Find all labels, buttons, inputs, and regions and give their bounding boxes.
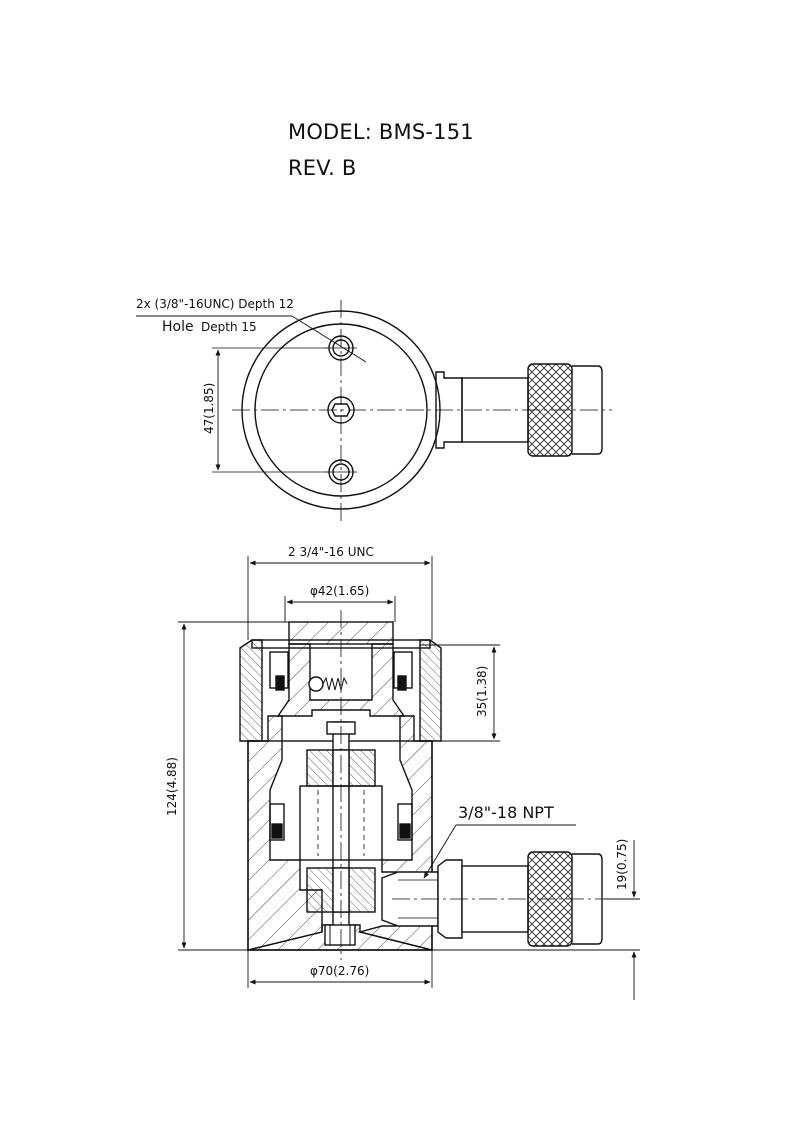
- thread-outer-label: 2 3/4"-16 UNC: [288, 545, 374, 559]
- hole-callout-2a: Hole: [162, 319, 194, 335]
- seal-left-lower: [269, 803, 285, 841]
- top-coupler-cap: [572, 365, 603, 455]
- hole-spacing-label: 47(1.85): [202, 383, 216, 434]
- port-thread-label: 3/8"-18 NPT: [458, 803, 554, 822]
- title-block: MODEL: BMS-151 REV. B: [288, 114, 474, 186]
- plunger-diameter-label: φ42(1.65): [310, 584, 369, 598]
- npt-leader: [423, 824, 457, 879]
- model-title: MODEL: BMS-151: [288, 120, 474, 144]
- revision-label: REV. B: [288, 156, 357, 180]
- spring: [322, 676, 348, 691]
- port-offset-label: 19(0.75): [615, 839, 629, 890]
- hole-leader: [291, 315, 367, 363]
- collar-left: [239, 639, 263, 742]
- collar-right: [419, 639, 442, 742]
- base-bolt: [324, 924, 356, 946]
- overall-height-label: 124(4.88): [165, 757, 179, 816]
- section-dimensions: [178, 556, 640, 1000]
- top-view: [136, 300, 612, 522]
- hole-callout-1: 2x (3/8"-16UNC) Depth 12: [136, 297, 294, 311]
- check-ball: [308, 676, 324, 692]
- section-view: [239, 610, 612, 960]
- seal-right-lower: [397, 803, 413, 841]
- plunger-body: [276, 643, 406, 717]
- stroke-label: 35(1.38): [475, 666, 489, 717]
- top-coupler-knurl: [527, 363, 573, 457]
- body-diameter-label: φ70(2.76): [310, 964, 369, 978]
- hole-callout-2b: Depth 15: [201, 320, 257, 334]
